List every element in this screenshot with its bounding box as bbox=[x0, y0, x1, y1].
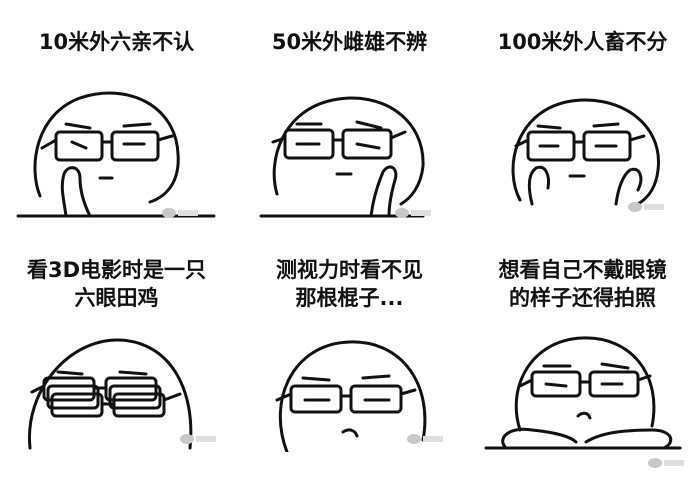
cartoon-face bbox=[0, 330, 233, 450]
cartoon-face bbox=[466, 70, 699, 230]
panel-caption: 看3D电影时是一只 六眼田鸡 bbox=[26, 258, 207, 310]
face-drawing bbox=[259, 96, 425, 218]
panel-caption: 100米外人畜不分 bbox=[497, 30, 668, 54]
panel-selfie: 想看自己不戴眼镜 的样子还得拍照 bbox=[466, 250, 699, 500]
panel-caption: 测视力时看不见 那根棍子... bbox=[276, 258, 423, 310]
weibo-watermark-icon bbox=[628, 202, 664, 212]
face-drawing bbox=[484, 336, 682, 450]
panel-10m: 10米外六亲不认 bbox=[0, 0, 233, 250]
face-drawing bbox=[27, 338, 193, 450]
face-drawing bbox=[511, 98, 660, 206]
cartoon-face bbox=[0, 70, 233, 230]
weibo-watermark-icon bbox=[395, 208, 431, 218]
panel-caption: 50米外雌雄不辨 bbox=[271, 30, 428, 54]
weibo-watermark-icon bbox=[407, 434, 443, 444]
panel-3d: 看3D电影时是一只 六眼田鸡 bbox=[0, 250, 233, 500]
weibo-watermark-icon bbox=[648, 458, 684, 468]
cartoon-face bbox=[466, 326, 699, 450]
weibo-watermark-icon bbox=[162, 208, 198, 218]
panel-caption: 想看自己不戴眼镜 的样子还得拍照 bbox=[498, 258, 667, 310]
cartoon-face bbox=[233, 330, 466, 452]
cartoon-face bbox=[233, 70, 466, 230]
panel-100m: 100米外人畜不分 bbox=[466, 0, 699, 250]
panel-caption: 10米外六亲不认 bbox=[38, 30, 195, 54]
panel-eye-test: 测视力时看不见 那根棍子... bbox=[233, 250, 466, 500]
face-drawing bbox=[16, 91, 216, 218]
face-drawing bbox=[275, 340, 427, 452]
panel-50m: 50米外雌雄不辨 bbox=[233, 0, 466, 250]
weibo-watermark-icon bbox=[180, 434, 216, 444]
